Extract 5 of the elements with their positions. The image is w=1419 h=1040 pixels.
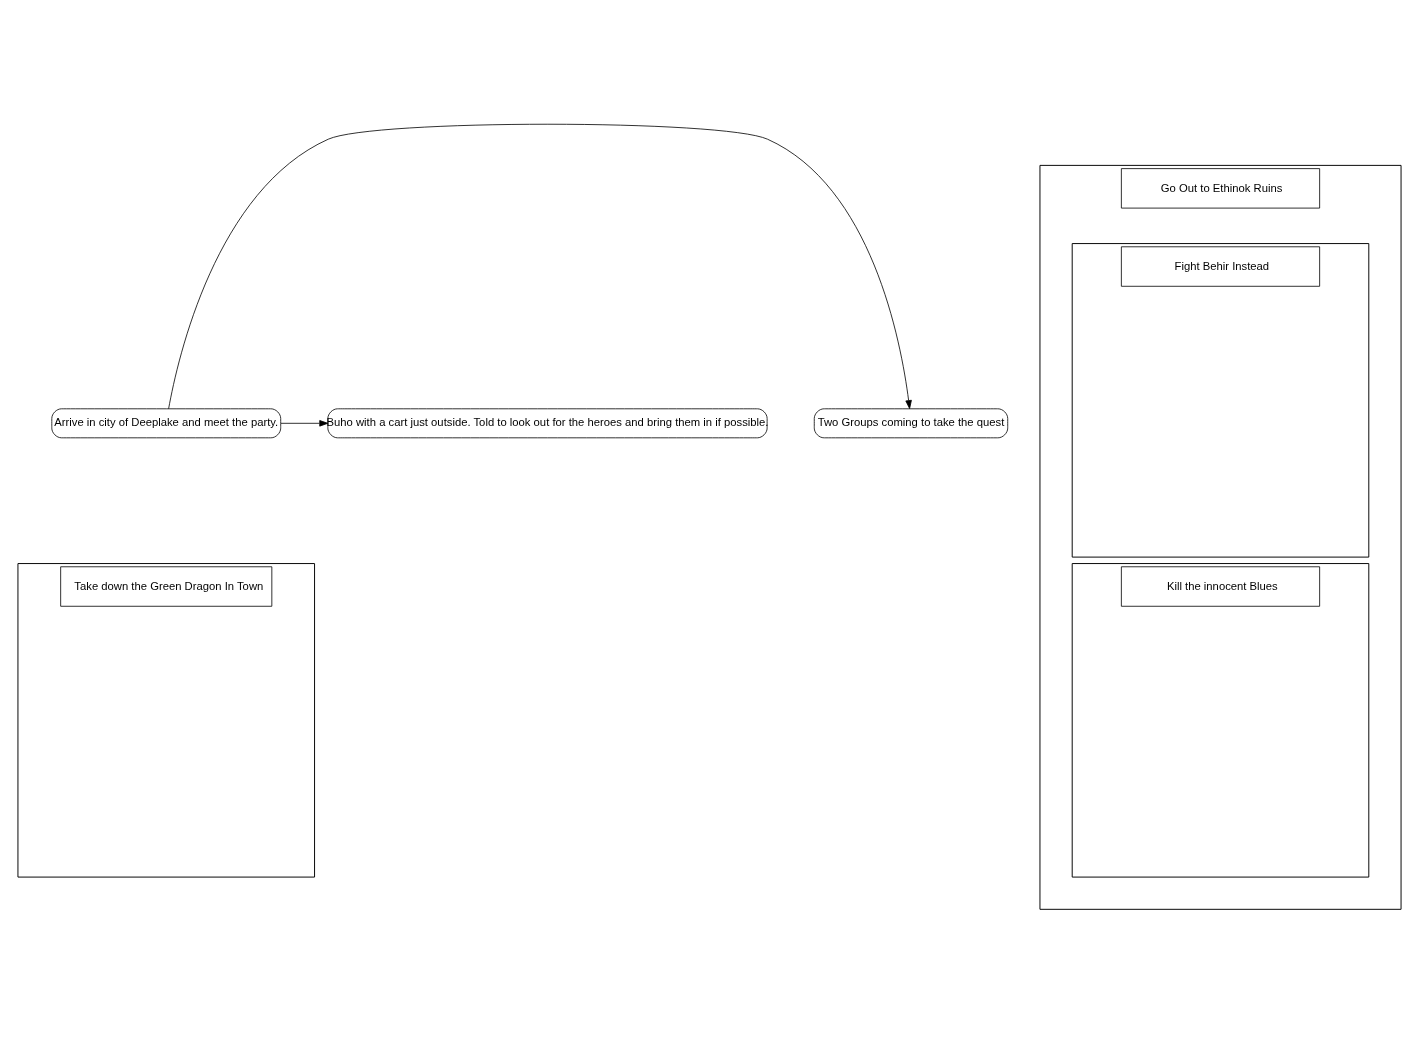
- node-box: Two Groups coming to take the quest: [813, 408, 1009, 439]
- node-box: Arrive in city of Deeplake and meet the party.: [51, 408, 282, 439]
- arrow: [280, 420, 329, 427]
- arrow: [168, 123, 912, 410]
- node-box: Buho with a cart just outside. Told to look out for the heroes and bring them in if possible.: [327, 408, 768, 439]
